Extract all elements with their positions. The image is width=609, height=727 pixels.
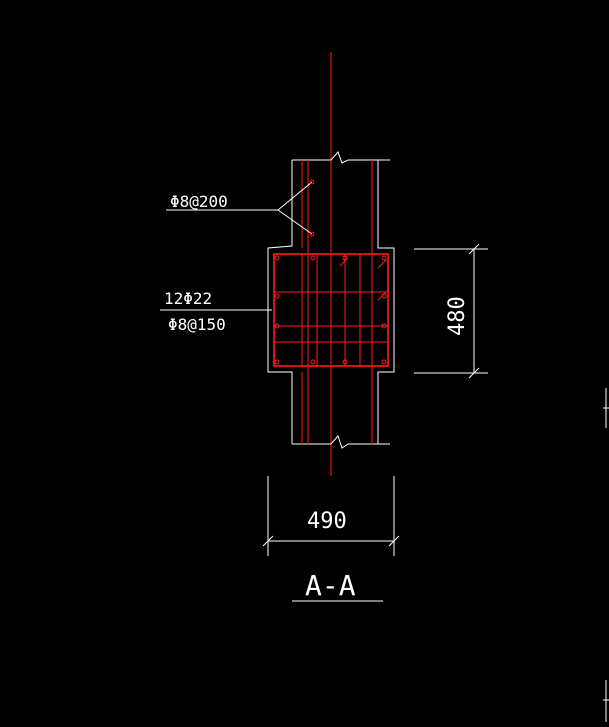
dim-height-value: 480 xyxy=(445,296,470,336)
edge-fragments xyxy=(603,388,609,722)
dimension-height xyxy=(414,243,488,379)
section-title: A-A xyxy=(305,569,356,602)
dimension-width xyxy=(262,476,400,556)
leader-wall-stirrup xyxy=(166,179,315,237)
label-wall-stirrup: Φ8@200 xyxy=(170,192,228,211)
label-column-stirrup: Φ8@150 xyxy=(168,315,226,334)
dim-width-value: 490 xyxy=(307,509,347,534)
column-reinforcement xyxy=(273,253,389,367)
label-main-bars: 12Φ22 xyxy=(164,289,212,308)
wall-bars xyxy=(301,160,373,444)
